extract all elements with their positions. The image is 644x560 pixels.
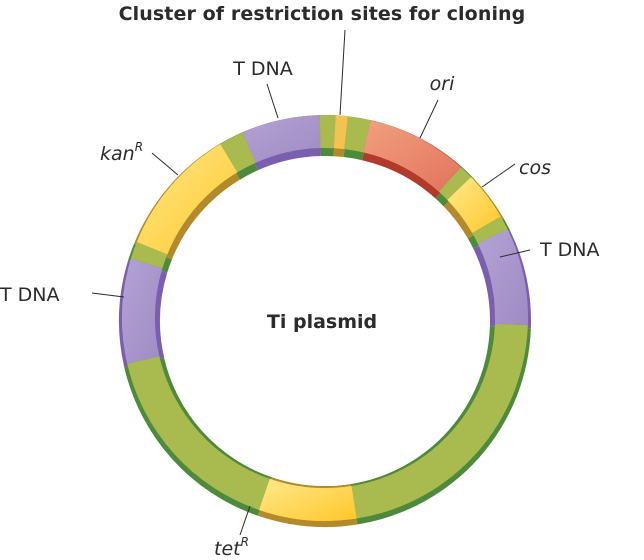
- figure-title: Cluster of restriction sites for cloning: [119, 3, 526, 25]
- plasmid-center-fill: [161, 158, 489, 486]
- segment-spacer-4: [472, 216, 508, 244]
- leader-tdna-top: [266, 83, 279, 119]
- segment-spacer-5: [130, 241, 168, 269]
- segment-spacer-3: [438, 167, 472, 200]
- segment-tdna-top: [242, 115, 321, 163]
- segment-tetR: [258, 478, 357, 521]
- segment-kanR: [136, 144, 238, 255]
- leader-tdna-right: [499, 249, 531, 258]
- segment-ori: [363, 120, 461, 192]
- segment-spacer-6: [220, 132, 256, 173]
- label-kanR: kanR: [100, 140, 143, 165]
- leader-ori: [419, 99, 439, 139]
- label-kanR-base: kan: [100, 143, 135, 165]
- segment-restriction-site: [333, 115, 348, 150]
- label-kanR-superscript: R: [135, 140, 143, 154]
- label-tetR-base: tet: [214, 538, 242, 560]
- leader-tetR: [239, 505, 251, 536]
- label-ori: ori: [430, 73, 455, 95]
- plasmid-ring: [121, 115, 529, 521]
- label-cos: cos: [519, 157, 551, 179]
- label-tetR-superscript: R: [241, 535, 249, 549]
- segment-cos: [447, 176, 501, 233]
- segment-spacer-2: [344, 116, 371, 153]
- label-tdna-left: T DNA: [0, 284, 60, 306]
- segment-backbone-left: [127, 356, 270, 510]
- plasmid-name: Ti plasmid: [267, 311, 377, 333]
- segment-spacer-1: [319, 115, 336, 149]
- leader-cos: [481, 163, 516, 188]
- segment-tdna-left: [121, 258, 163, 364]
- label-tetR: tetR: [214, 535, 249, 560]
- label-tdna-right: T DNA: [539, 239, 600, 261]
- leader-tdna-left: [91, 292, 125, 298]
- segment-backbone-right: [351, 323, 528, 519]
- leader-kanR: [151, 152, 179, 176]
- label-tdna-top: T DNA: [232, 58, 293, 80]
- leader-restriction-cluster: [339, 29, 346, 116]
